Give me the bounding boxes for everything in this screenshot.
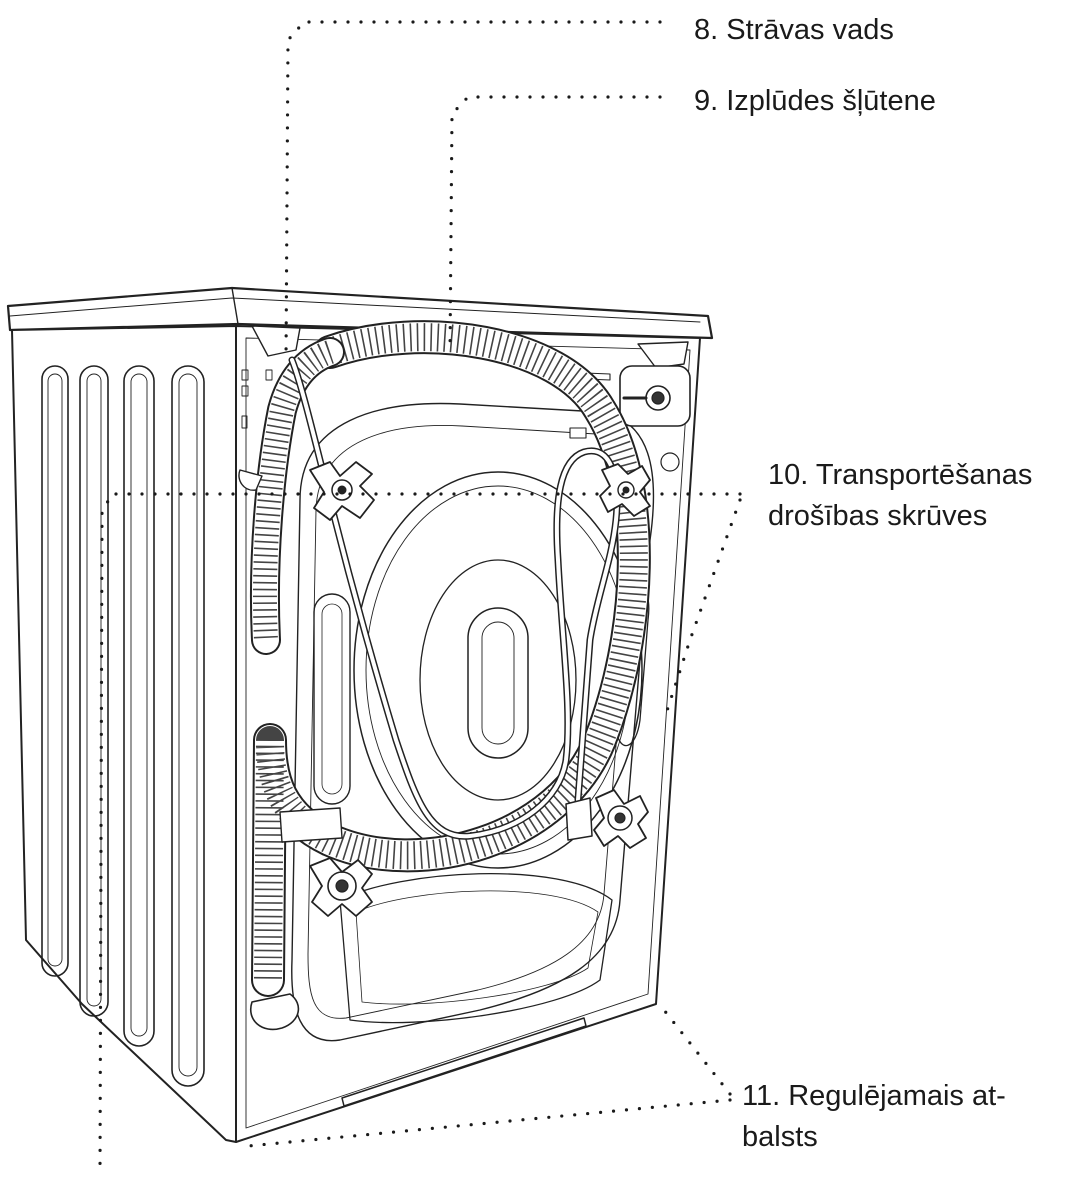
label-power-cord: 8. Strāvas vads [694, 14, 894, 46]
label-transport-bolts-line1: 10. Transportēšanas [768, 459, 1033, 491]
inlet-valve [619, 365, 691, 472]
top-mounting-brackets [251, 325, 689, 369]
label-transport-bolts-line2: drošības skrūves [768, 500, 988, 532]
drain-hose [238, 320, 651, 1031]
transport-bolt [309, 461, 375, 521]
machine-top-lid [6, 286, 714, 340]
label-adjustable-foot-line1: 11. Regulējamais at- [742, 1080, 1006, 1112]
label-adjustable-foot-line2: balsts [742, 1121, 818, 1153]
leader-line-transport-bolts [98, 492, 742, 1174]
leader-line-adjustable-foot-lower [246, 1098, 732, 1148]
label-drain-hose: 9. Izplūdes šļūtene [694, 85, 936, 117]
leader-line-adjustable-foot [662, 1008, 732, 1096]
transport-bolt [593, 789, 649, 849]
transport-bolt [309, 857, 373, 917]
transport-bolt [599, 463, 651, 517]
machine-side-panel [11, 325, 237, 1143]
